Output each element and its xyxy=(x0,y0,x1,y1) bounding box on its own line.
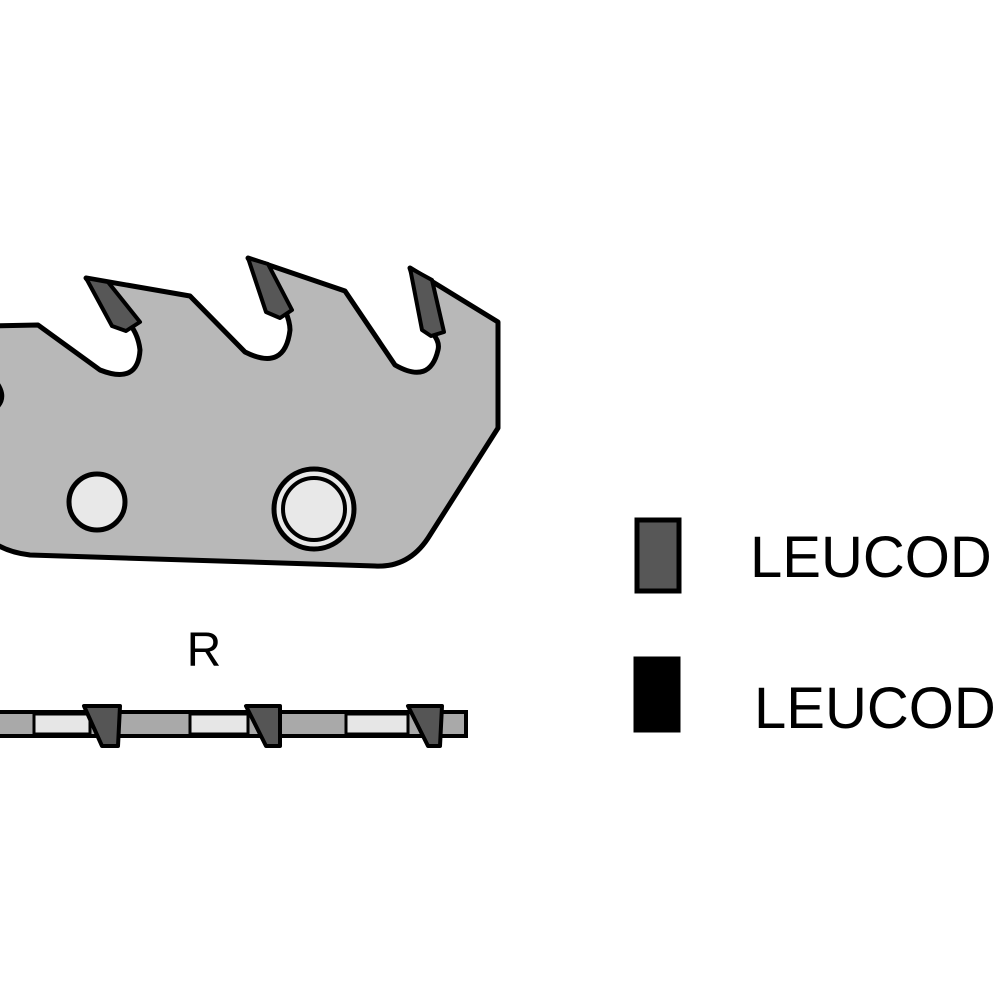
tooth-tip-2 xyxy=(246,256,294,320)
legend-label-2: LEUCOD xyxy=(754,676,996,741)
profile-segment-light-3 xyxy=(344,712,410,736)
mounting-hole-right-inner xyxy=(281,476,347,542)
tooth-tip-1 xyxy=(84,276,142,333)
legend-label-1: LEUCOD xyxy=(750,525,992,590)
view-label: R xyxy=(187,624,222,677)
profile-segment-light-2 xyxy=(188,712,250,736)
profile-tooth-tip-3 xyxy=(406,704,444,748)
edge-notch xyxy=(0,383,5,408)
legend: LEUCOD LEUCOD xyxy=(633,517,996,741)
cutter-body-side-view xyxy=(0,255,501,569)
mounting-hole-left xyxy=(66,471,128,533)
legend-swatch-2 xyxy=(633,656,681,733)
legend-swatch-1 xyxy=(634,517,682,594)
profile-tooth-tip-1 xyxy=(82,704,122,748)
cutter-profile-view xyxy=(0,704,468,748)
profile-segment-light-1 xyxy=(32,712,92,736)
tooth-tip-3 xyxy=(408,266,446,338)
profile-tooth-tip-2 xyxy=(244,704,282,748)
